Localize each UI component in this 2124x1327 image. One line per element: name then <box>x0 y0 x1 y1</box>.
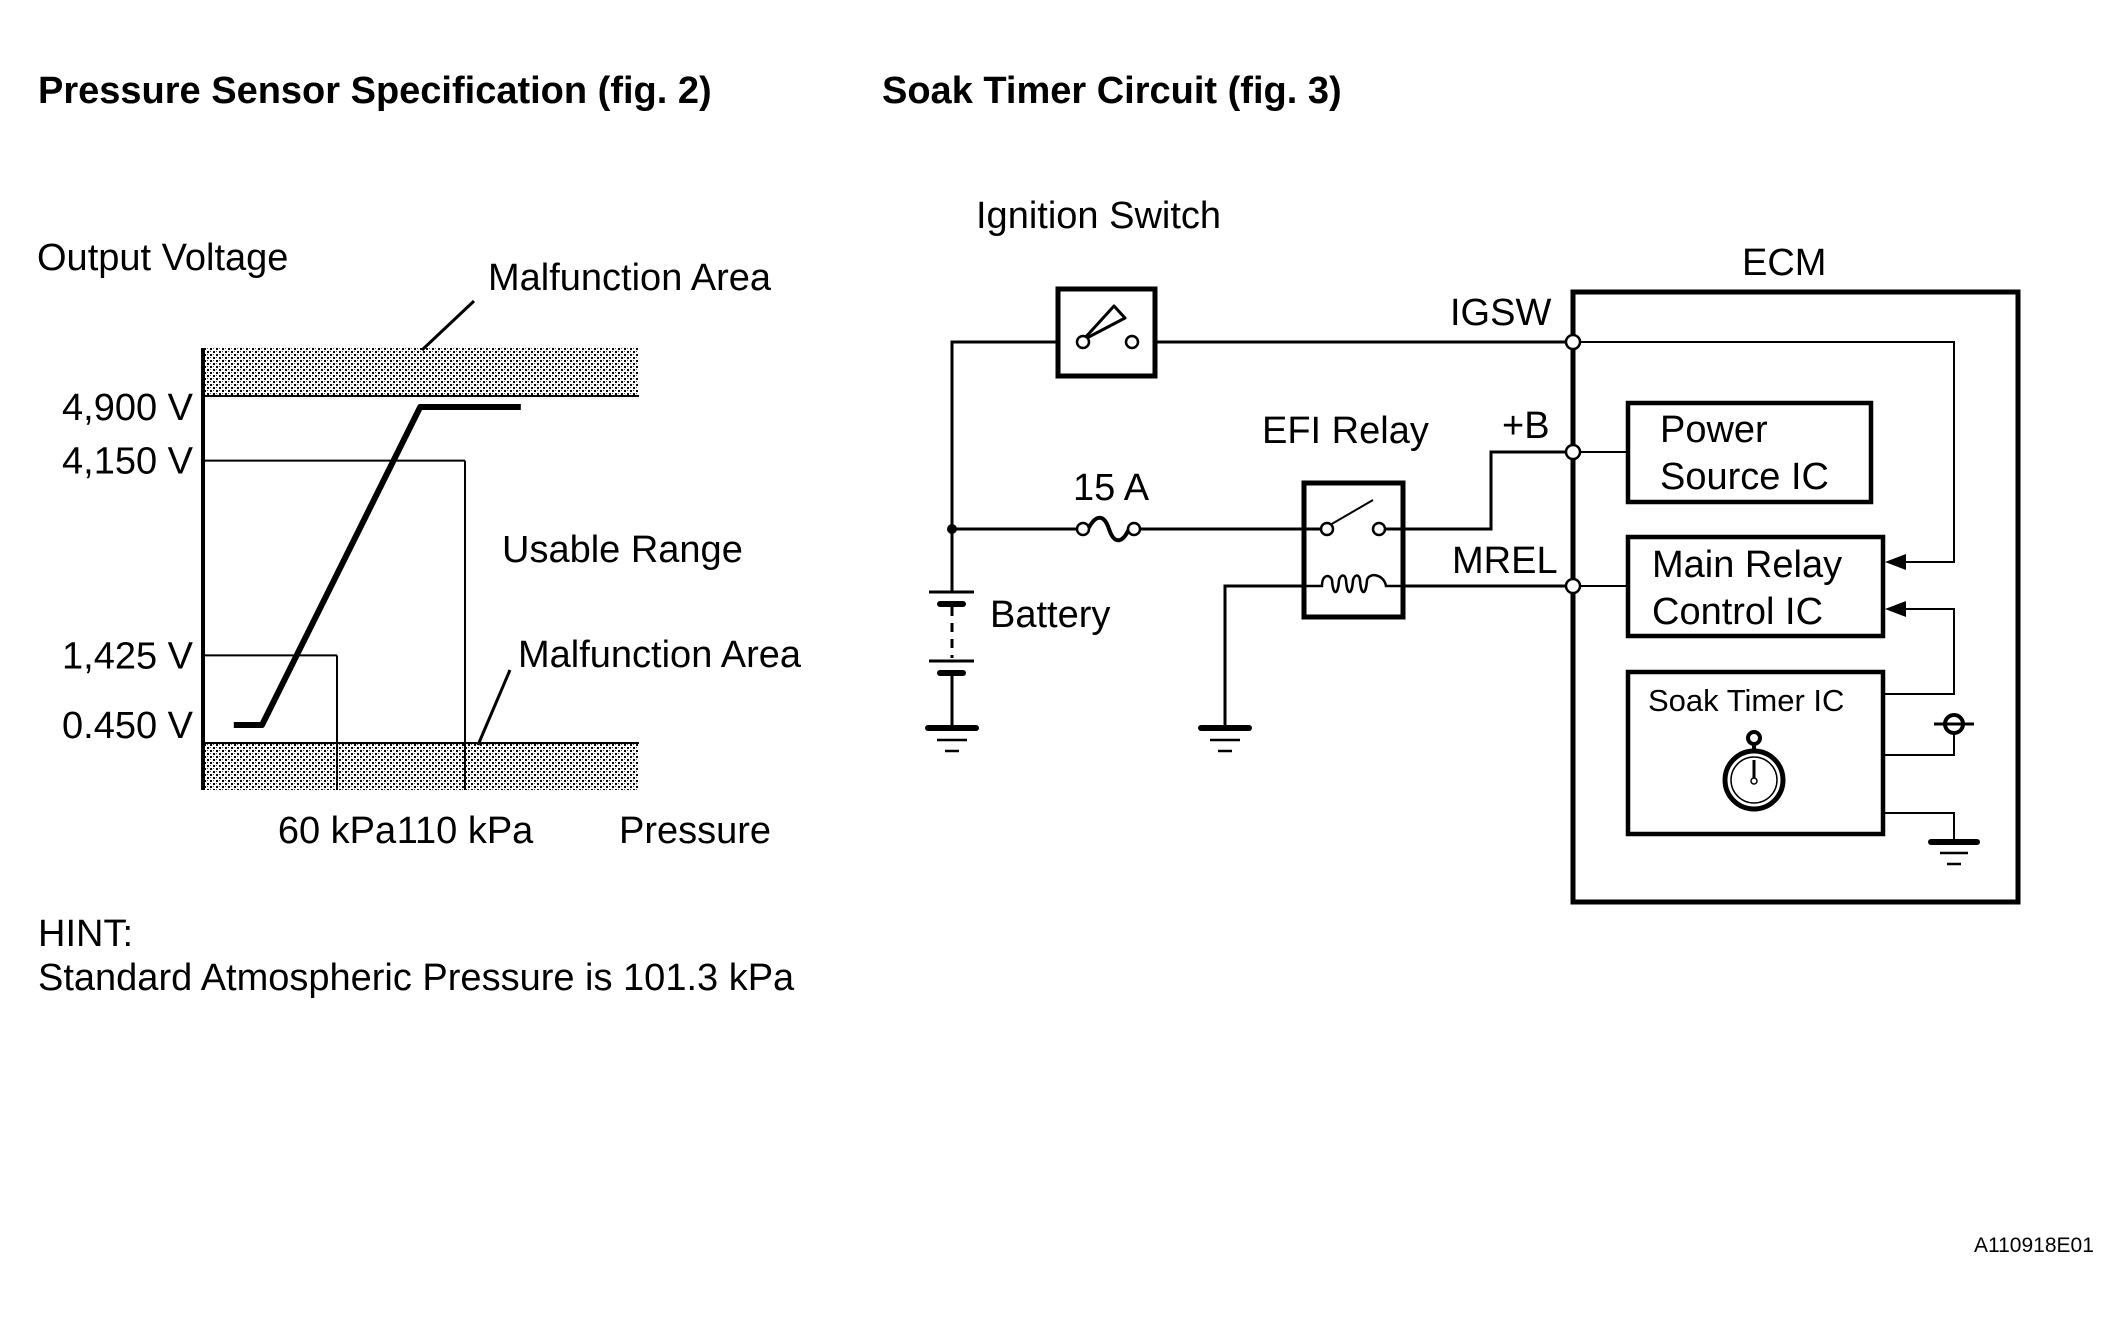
y-tick-label: 0.450 V <box>62 705 194 747</box>
main-relay-ic-line1: Main Relay <box>1652 544 1842 586</box>
fig3-title: Soak Timer Circuit (fig. 3) <box>882 70 1342 112</box>
terminal-plus-b-label: +B <box>1502 405 1550 447</box>
power-source-ic-line1: Power <box>1660 409 1768 451</box>
ignition-terminal-in <box>1075 334 1091 350</box>
fuse-terminal-b <box>1126 521 1142 537</box>
hint-text: Standard Atmospheric Pressure is 101.3 k… <box>38 957 795 999</box>
fuse-15a: 15 A <box>1073 467 1150 543</box>
x-axis-title: Pressure <box>619 810 771 852</box>
malfunction-lower-leader <box>476 669 512 746</box>
arrow-icon <box>1885 554 1906 570</box>
stopwatch-icon <box>1722 730 1786 812</box>
ecm-label: ECM <box>1742 242 1826 284</box>
wire-soak-to-source <box>1883 732 1955 756</box>
malfunction-lower-label: Malfunction Area <box>518 634 802 676</box>
battery-label: Battery <box>990 594 1110 636</box>
wire-plus-b <box>1386 450 1573 531</box>
hint-label: HINT: <box>38 913 133 955</box>
terminal-igsw-label: IGSW <box>1450 292 1551 334</box>
malfunction-area-lower <box>203 743 639 790</box>
ground-icon <box>925 725 979 753</box>
y-axis-title: Output Voltage <box>37 237 288 279</box>
y-tick-label: 4,150 V <box>62 441 194 483</box>
y-tick-label: 1,425 V <box>62 635 194 677</box>
x-tick-label: 110 kPa <box>397 810 534 852</box>
terminal-plus-b <box>1564 443 1582 461</box>
ignition-switch-box <box>1055 286 1158 379</box>
main-relay-ic-line2: Control IC <box>1652 591 1823 633</box>
power-source-ic-box <box>1625 400 1874 505</box>
sensor-output-line <box>233 404 521 728</box>
fig2-title: Pressure Sensor Specification (fig. 2) <box>38 70 712 112</box>
usable-range-label: Usable Range <box>502 529 743 571</box>
relay-coil-icon <box>1304 573 1403 594</box>
ground-icon <box>1928 839 1980 866</box>
malfunction-upper-label: Malfunction Area <box>488 257 772 299</box>
efi-relay-box <box>1301 480 1406 620</box>
wire-soak-ground <box>1883 812 1955 842</box>
ignition-switch <box>1055 286 1158 379</box>
ground-icon <box>1198 725 1252 753</box>
wire-igsw-internal <box>1573 341 1955 563</box>
wire-battery-to-ignition <box>950 340 1070 592</box>
soak-timer-ic-label: Soak Timer IC <box>1648 683 1844 718</box>
arrow-icon <box>1885 601 1906 617</box>
terminal-igsw <box>1564 333 1582 351</box>
battery: Battery <box>929 590 1110 728</box>
ignition-key-icon <box>1081 304 1127 342</box>
fuse-terminal-a <box>1075 521 1091 537</box>
junction-dot <box>947 524 957 534</box>
constant-power-icon <box>1934 713 1974 735</box>
y-tick-label: 4,900 V <box>62 387 194 429</box>
malfunction-area-upper <box>203 348 639 396</box>
efi-relay-label: EFI Relay <box>1262 410 1429 452</box>
wire-soak-to-relay-ic <box>1883 608 1955 695</box>
ignition-switch-label: Ignition Switch <box>976 195 1221 237</box>
relay-terminal-a <box>1319 521 1335 537</box>
ecm: ECM IGSW +B MREL Power Source IC <box>1450 242 2021 905</box>
ecm-box <box>1570 289 2021 905</box>
fuse-label: 15 A <box>1073 467 1150 509</box>
x-tick-label: 60 kPa <box>278 810 397 852</box>
efi-relay: EFI Relay <box>1262 410 1429 620</box>
ignition-terminal-out <box>1124 334 1140 350</box>
terminal-mrel <box>1564 577 1582 595</box>
wire-relay-ground <box>1223 584 1318 728</box>
figure-code: A110918E01 <box>1974 1234 2094 1257</box>
main-relay-control-ic-box <box>1625 534 1886 639</box>
terminal-mrel-label: MREL <box>1452 540 1558 582</box>
wiring <box>947 340 1573 728</box>
relay-terminal-b <box>1371 521 1387 537</box>
relay-switch-contact <box>1329 499 1374 526</box>
malfunction-upper-leader <box>420 299 476 352</box>
fuse-icon <box>1086 515 1131 543</box>
power-source-ic-line2: Source IC <box>1660 456 1829 498</box>
